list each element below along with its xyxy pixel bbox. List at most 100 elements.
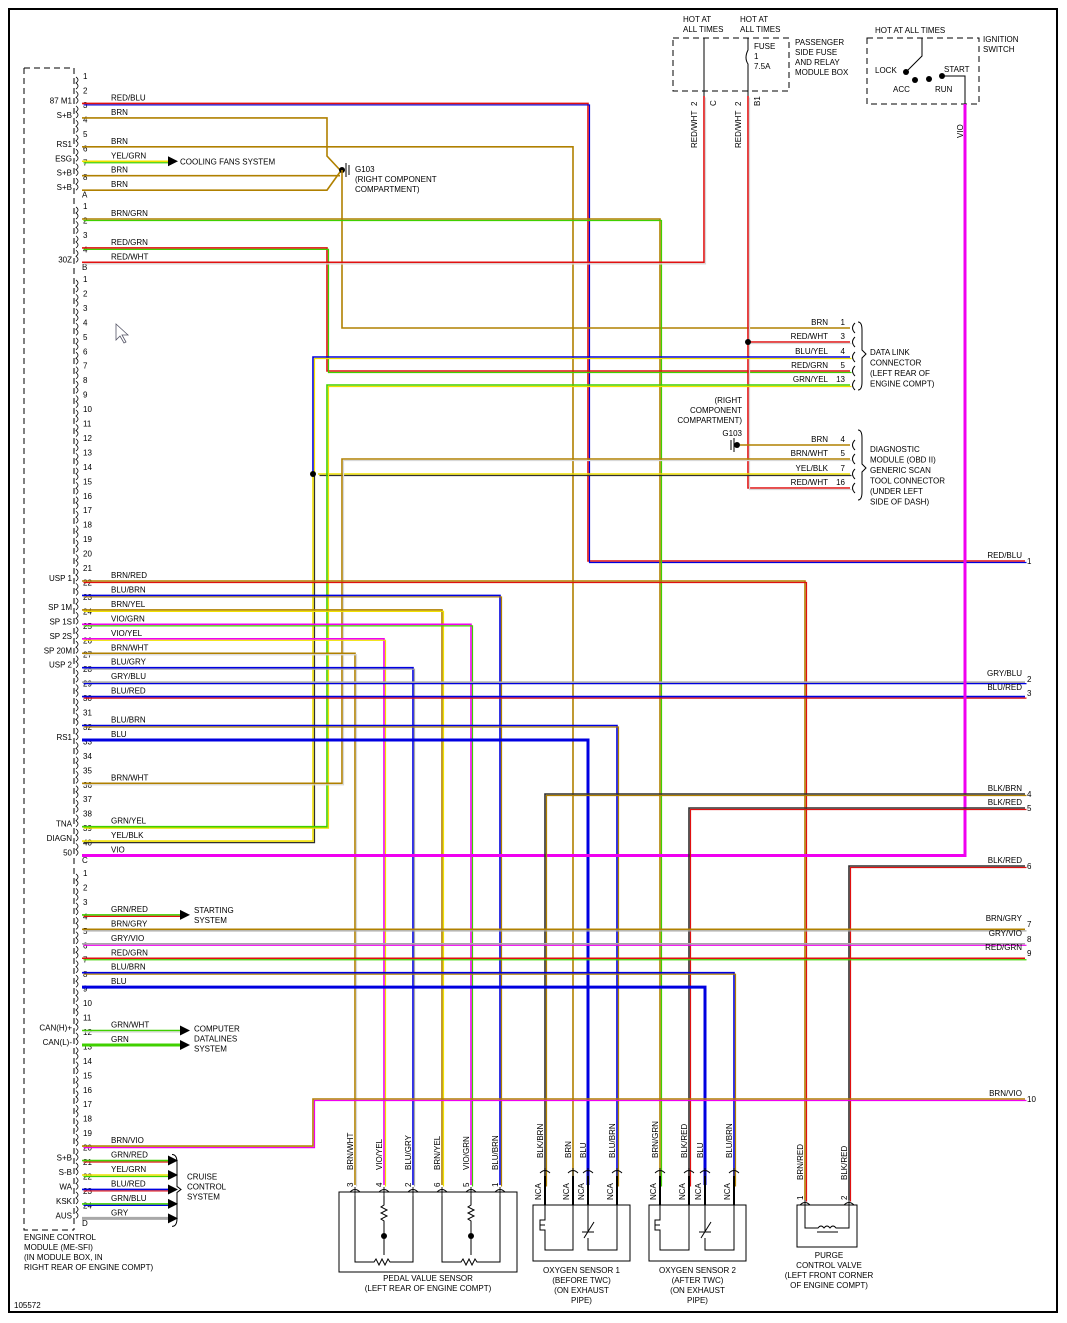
ecm-wire-label: BRN	[111, 137, 128, 146]
wire-stripe	[83, 610, 445, 1187]
dlc-wire-label: RED/WHT	[791, 332, 828, 341]
wire-gry-blu	[82, 681, 1027, 685]
splice-dot	[310, 471, 316, 477]
ecm-pin-number: 37	[83, 795, 92, 804]
purge-valve-label: CONTROL VALVE	[796, 1261, 862, 1270]
pedal-pin-number: 6	[433, 1182, 442, 1187]
ecm-pin-number: 5	[83, 130, 88, 139]
o2-sensor-2-label: (ON EXHAUST	[670, 1286, 725, 1295]
fuse-box-label: AND RELAY	[795, 58, 840, 67]
ecm-pin-number: 33	[83, 737, 92, 746]
ecm-pin-connector-icon	[75, 917, 79, 930]
wire-brn-wht	[82, 652, 358, 1187]
wire-base	[82, 117, 341, 171]
wire-base	[82, 458, 850, 785]
resistor-icon	[379, 1196, 389, 1255]
ecm-wire-label: GRN/RED	[111, 1151, 148, 1160]
ecm-pin-connector-icon	[75, 1206, 79, 1219]
wire-stripe	[313, 357, 852, 476]
offpage-number: 3	[1027, 689, 1032, 698]
ecm-pin-name: ESG	[55, 154, 72, 163]
wire-base	[82, 666, 414, 1185]
pin-number: 2	[734, 101, 743, 106]
pedal-sensor-box	[338, 1191, 518, 1273]
ecm-pin-connector-icon	[75, 294, 79, 307]
ground-location-label: COMPARTMENT)	[677, 416, 742, 425]
heater-icon	[539, 1205, 574, 1251]
ecm-pin-number: 31	[83, 709, 92, 718]
wire-brn-dlc	[341, 170, 850, 329]
o2-sensor-2-label: PIPE)	[687, 1296, 708, 1305]
ecm-pin-connector-icon	[75, 1075, 79, 1089]
ecm-pin-number: 2	[83, 883, 88, 892]
connector-id: B1	[753, 96, 762, 106]
ecm-pin-connector-icon	[75, 843, 79, 856]
splice-dot	[745, 339, 751, 345]
ecm-pin-connector-icon	[75, 467, 79, 481]
ecm-pin-connector-icon	[75, 568, 79, 582]
ecm-pin-name: RS1	[56, 733, 72, 742]
offpage-wire-label: BRN/GRY	[986, 914, 1023, 923]
ecm-pin-connector-icon	[75, 308, 79, 322]
ground-id-label: G103	[355, 165, 375, 174]
pedal-sensor-label: (LEFT REAR OF ENGINE COMPT)	[365, 1284, 492, 1293]
offpage-number: 8	[1027, 935, 1032, 944]
o2-sensor-2-pin-label: NCA	[723, 1182, 732, 1200]
wire-base	[82, 104, 967, 858]
offpage-wire-label: RED/BLU	[987, 551, 1022, 560]
wire-grn-wht	[82, 1029, 182, 1033]
wire-cruise	[82, 1159, 170, 1163]
ecm-wire-label: BLU/RED	[111, 1179, 146, 1188]
ecm-pin-connector-icon	[75, 91, 79, 104]
wire-stripe	[748, 97, 852, 491]
o2-sensor-2-wire-label: BRN/GRN	[651, 1121, 660, 1158]
wire-vio-yel	[82, 638, 387, 1187]
purge-valve-box	[796, 1204, 858, 1248]
diagram-frame	[8, 8, 1058, 1313]
ecm-pin-number: 6	[83, 144, 88, 153]
wire-vio-grn	[82, 623, 474, 1187]
dlc-terminal-icon	[852, 379, 856, 391]
purge-wire-label: BLK/RED	[840, 1146, 849, 1180]
ecm-pin-name: USP 2	[49, 661, 73, 670]
diagram-id: 105572	[14, 1301, 41, 1310]
obd-label: GENERIC SCAN	[870, 466, 931, 475]
ecm-pin-connector-icon	[75, 873, 79, 887]
dlc-wire-label: BRN	[811, 318, 828, 327]
ecm-wire-label: VIO/GRN	[111, 614, 145, 623]
ecm-pin-connector-icon	[75, 989, 79, 1002]
ecm-pin-connector-icon	[75, 221, 79, 234]
pedal-wire-label: VIO/YEL	[375, 1138, 384, 1170]
offpage-number: 4	[1027, 790, 1032, 799]
fuse-label: 1	[754, 52, 759, 61]
ecm-wire-label: BRN	[111, 180, 128, 189]
wire-brn	[82, 171, 341, 191]
pedal-wire-label: BLU/BRN	[491, 1135, 500, 1170]
obd-wire-label: BRN	[811, 435, 828, 444]
switch-contact	[926, 76, 932, 82]
ecm-pin-name: S+B	[57, 169, 72, 178]
ecm-pin-connector-icon	[75, 727, 79, 741]
wire-stripe	[83, 219, 663, 1187]
cruise-arrow-icon	[168, 1155, 178, 1166]
offpage-number: 9	[1027, 949, 1032, 958]
wire-blk-red	[688, 807, 1027, 1187]
ecm-wire-label: YEL/BLK	[111, 831, 144, 840]
dlc-label: (LEFT REAR OF	[870, 369, 930, 378]
wire-base	[82, 623, 472, 1185]
cruise-control-label: CONTROL	[187, 1182, 227, 1191]
wire-base	[82, 580, 806, 1200]
dlc-wire-label: GRN/YEL	[793, 375, 829, 384]
ecm-pin-connector-icon	[75, 279, 79, 293]
hot-at-all-times-label: HOT AT	[740, 15, 768, 24]
dlc-pin-number: 13	[836, 375, 845, 384]
wire-red-blu	[82, 102, 1027, 564]
dlc-label: CONNECTOR	[870, 359, 922, 368]
ecm-pin-connector-icon	[75, 235, 79, 249]
starting-system-arrow-icon	[180, 909, 190, 920]
offpage-number: 10	[1027, 1095, 1036, 1104]
o2-sensor-1-wire-label: BLK/BRN	[536, 1124, 545, 1158]
ecm-pin-connector-icon	[75, 177, 79, 191]
obd-bracket	[857, 429, 867, 501]
